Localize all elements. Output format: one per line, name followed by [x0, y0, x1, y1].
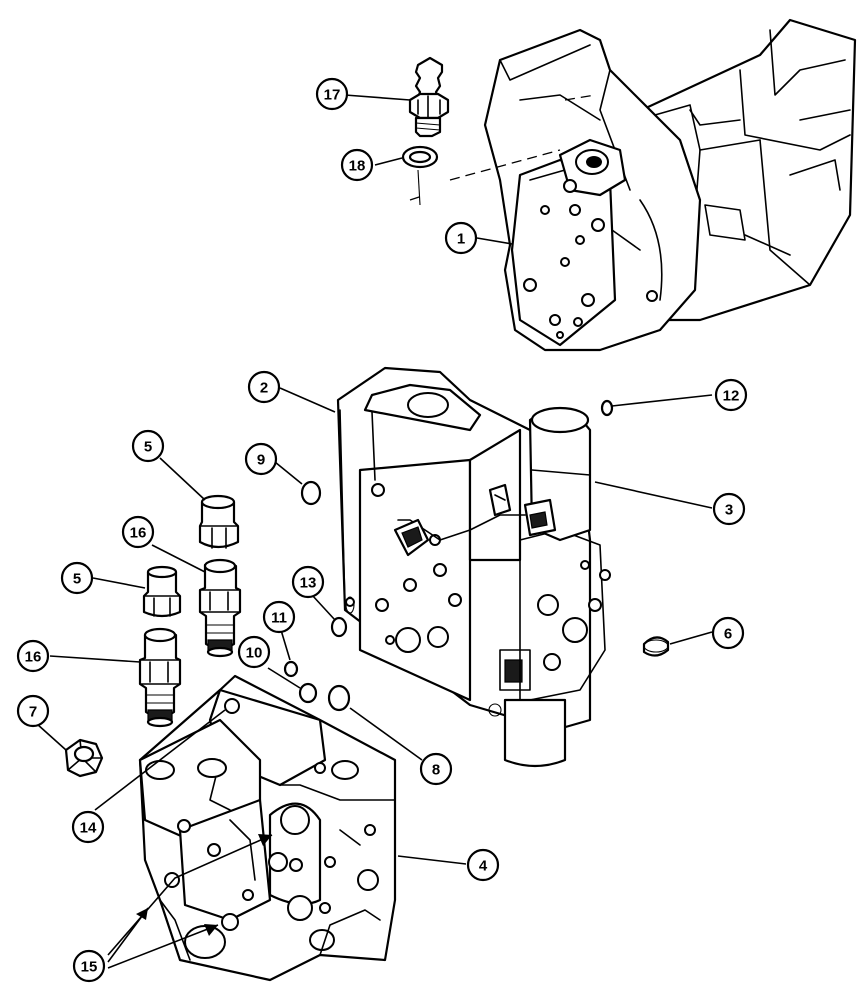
callout-1: 1	[444, 221, 478, 255]
callout-label: 6	[724, 626, 732, 643]
callout-12: 12	[714, 378, 748, 412]
callout-label: 5	[73, 571, 81, 588]
leader-4	[397, 855, 467, 865]
washer-icon	[401, 145, 439, 169]
o-ring-icon	[330, 616, 348, 638]
leader-8	[349, 707, 423, 761]
arrowhead-15-c	[204, 924, 218, 936]
leader-1	[476, 237, 513, 245]
callout-5: 5	[60, 561, 94, 595]
callout-label: 13	[300, 575, 317, 592]
leader-16a	[151, 544, 206, 573]
callout-label: 7	[29, 704, 37, 721]
callout-16: 16	[121, 515, 155, 549]
callout-17: 17	[315, 77, 349, 111]
callout-10: 10	[237, 635, 271, 669]
callout-3: 3	[712, 492, 746, 526]
callout-label: 8	[432, 762, 440, 779]
valve-body-icon	[336, 366, 611, 768]
leader-7	[36, 723, 67, 751]
o-ring-icon	[600, 399, 614, 417]
leader-16b	[49, 655, 141, 663]
cap-icon	[642, 636, 670, 657]
leader-5b	[92, 577, 146, 589]
leader-12	[611, 394, 713, 407]
callout-15: 15	[72, 949, 106, 983]
callout-5: 5	[131, 429, 165, 463]
callout-label: 11	[271, 610, 287, 627]
callout-16: 16	[16, 639, 50, 673]
leader-2	[279, 387, 336, 413]
leader-15-c	[107, 924, 219, 969]
o-ring-icon	[327, 684, 351, 712]
arrowhead-15-a	[258, 834, 272, 846]
plug-icon	[198, 494, 240, 549]
callout-11: 11	[262, 600, 296, 634]
callout-8: 8	[419, 752, 453, 786]
solenoid-icon	[523, 406, 592, 542]
callout-4: 4	[466, 848, 500, 882]
leader-5a	[159, 457, 206, 501]
o-ring-icon	[300, 480, 322, 506]
callout-label: 17	[324, 87, 341, 104]
leader-13	[311, 594, 336, 621]
callout-9: 9	[244, 442, 278, 476]
manifold-block-icon	[138, 674, 397, 982]
callout-label: 5	[144, 439, 152, 456]
callout-13: 13	[291, 565, 325, 599]
leader-6	[669, 631, 713, 645]
leader-9	[274, 461, 303, 485]
callout-label: 3	[725, 502, 733, 519]
callout-7: 7	[16, 694, 50, 728]
callout-label: 16	[25, 649, 42, 666]
leader-11	[280, 629, 291, 661]
cartridge-icon	[138, 627, 182, 728]
callout-label: 1	[457, 231, 465, 248]
callout-label: 18	[349, 158, 366, 175]
fitting-icon	[64, 738, 104, 778]
cartridge-icon	[198, 558, 242, 658]
callout-label: 14	[80, 820, 97, 837]
leader-17	[344, 94, 411, 101]
callout-label: 4	[479, 858, 488, 875]
leader-18	[374, 157, 403, 166]
callout-label: 15	[81, 959, 98, 976]
callout-label: 12	[723, 388, 740, 405]
leader-15-a	[107, 834, 273, 956]
o-ring-icon	[298, 682, 318, 704]
callout-18: 18	[340, 148, 374, 182]
callout-label: 16	[130, 525, 147, 542]
callout-6: 6	[711, 616, 745, 650]
callout-2: 2	[247, 370, 281, 404]
leader-3	[594, 481, 713, 509]
pump-housing-icon	[483, 18, 857, 352]
o-ring-icon	[283, 660, 299, 678]
callout-label: 10	[246, 645, 263, 662]
callout-label: 2	[260, 380, 268, 397]
callout-label: 9	[257, 452, 265, 469]
arrowhead-15-b	[136, 908, 148, 920]
callout-14: 14	[71, 810, 105, 844]
test-port-icon	[408, 56, 450, 138]
leader-14	[94, 709, 226, 811]
leader-10	[267, 667, 301, 689]
plug-icon	[142, 565, 182, 618]
